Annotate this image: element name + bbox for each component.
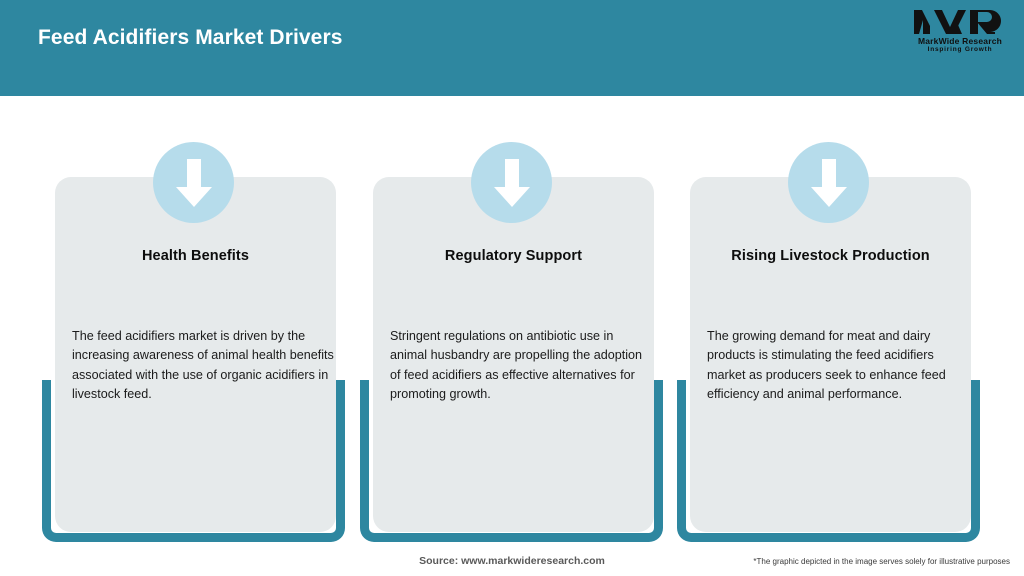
- arrow-down-icon: [788, 142, 869, 223]
- mwr-logo-mark: [908, 8, 1012, 36]
- source-label: Source: www.markwideresearch.com: [419, 555, 605, 567]
- card-title: Regulatory Support: [444, 248, 583, 264]
- card-panel: [373, 177, 654, 532]
- brand-logo: MarkWide Research Inspiring Growth: [908, 8, 1012, 62]
- card-title: Health Benefits: [141, 248, 250, 264]
- driver-card[interactable]: Health Benefits The feed acidifiers mark…: [42, 96, 345, 542]
- driver-card[interactable]: Regulatory Support Stringent regulations…: [360, 96, 663, 542]
- page-header: Feed Acidifiers Market Drivers MarkWide …: [0, 0, 1024, 96]
- card-bracket: [42, 380, 345, 542]
- page-title: Feed Acidifiers Market Drivers: [38, 26, 343, 49]
- logo-company-name: MarkWide Research: [917, 36, 1003, 46]
- arrow-down-icon: [153, 142, 234, 223]
- disclaimer-note: *The graphic depicted in the image serve…: [753, 557, 1010, 566]
- drivers-card-group: Health Benefits The feed acidifiers mark…: [0, 96, 1024, 542]
- card-body-text: The growing demand for meat and dairy pr…: [707, 329, 946, 402]
- driver-card[interactable]: Rising Livestock Production The growing …: [677, 96, 980, 542]
- card-bracket: [677, 380, 980, 542]
- card-body-text: Stringent regulations on antibiotic use …: [390, 329, 643, 402]
- card-title: Rising Livestock Production: [731, 248, 930, 264]
- card-body-text: The feed acidifiers market is driven by …: [72, 329, 334, 402]
- card-bracket: [360, 380, 663, 542]
- card-panel: [55, 177, 336, 532]
- arrow-down-icon: [471, 142, 552, 223]
- logo-tagline: Inspiring Growth: [927, 45, 993, 53]
- card-panel: [690, 177, 971, 532]
